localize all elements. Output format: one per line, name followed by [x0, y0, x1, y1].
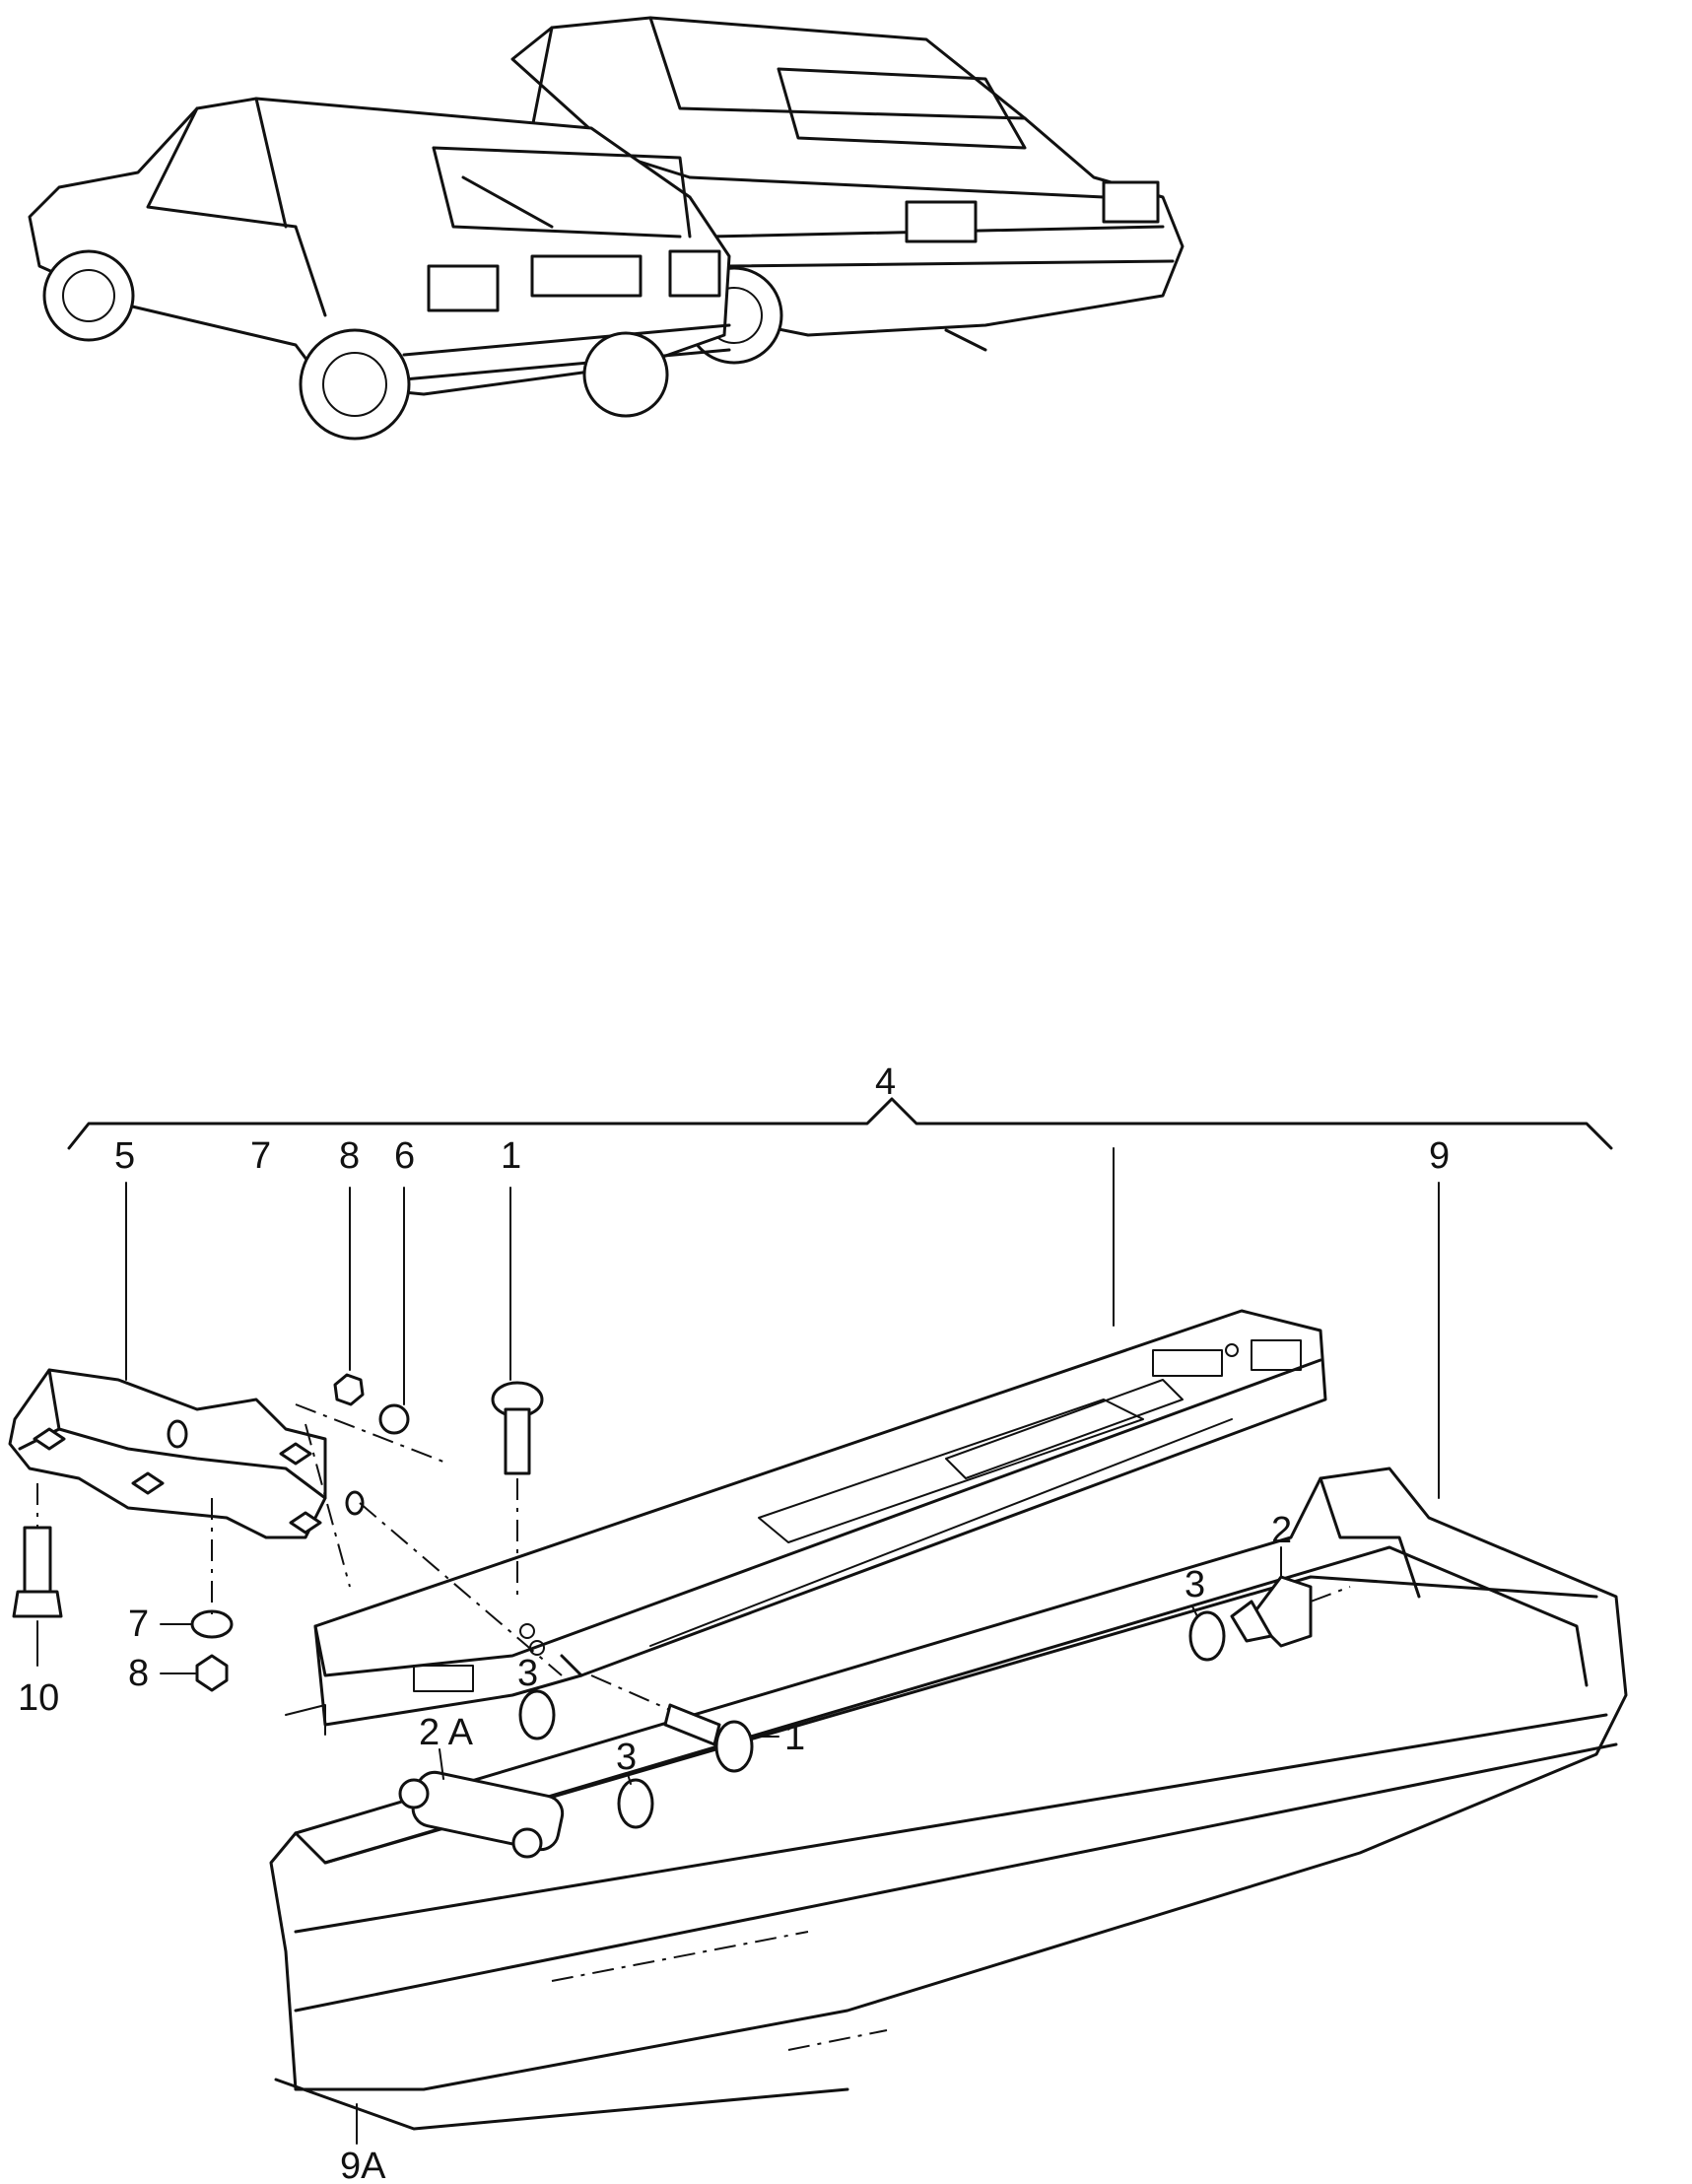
callout-4: 4 [875, 1061, 896, 1103]
sedan-illustration [510, 16, 1184, 365]
callout-1-lower: 1 [784, 1717, 805, 1758]
callout-8: 8 [339, 1135, 360, 1177]
washer-part-3-left-b [617, 1778, 654, 1829]
callout-1: 1 [501, 1135, 521, 1177]
assembly-bracket-4 [67, 1097, 1613, 1150]
callout-7: 7 [250, 1135, 271, 1177]
callout-2a: 2 A [419, 1712, 474, 1753]
bolt-part-10 [12, 1526, 63, 1618]
callout-leaders [36, 1147, 1440, 2145]
callout-9a: 9A [340, 2146, 386, 2184]
nut-part-8-lower [195, 1654, 229, 1692]
callout-2: 2 [1271, 1510, 1292, 1551]
callout-10: 10 [18, 1677, 59, 1719]
bumper-reinforcement-beam [285, 1309, 1327, 1736]
mounting-bracket-part-5 [8, 1368, 365, 1539]
callout-7-lower: 7 [128, 1604, 149, 1645]
callout-9: 9 [1429, 1135, 1450, 1177]
callout-6: 6 [394, 1135, 415, 1177]
hatchback-illustration [28, 97, 731, 441]
bolt-part-1-upper [491, 1381, 544, 1475]
callout-8-lower: 8 [128, 1653, 149, 1694]
clip-part-2 [1230, 1575, 1313, 1648]
callout-3: 3 [1184, 1564, 1205, 1605]
nut-part-8-upper [333, 1373, 365, 1406]
washer-part-3-left-a [518, 1689, 556, 1740]
spacer-part-2a [398, 1770, 565, 1859]
assembly-guide-lines [36, 1403, 1351, 1711]
trim-strip-part-9a [274, 2078, 849, 2131]
washer-part-3-right [1188, 1610, 1226, 1662]
washer-part-7-lower [190, 1609, 234, 1639]
callout-3-left-b: 3 [616, 1737, 637, 1778]
washer-part-6 [378, 1403, 410, 1435]
bolt-part-1-lower [663, 1703, 754, 1773]
callout-5: 5 [114, 1135, 135, 1177]
callout-3-left-a: 3 [517, 1653, 538, 1694]
